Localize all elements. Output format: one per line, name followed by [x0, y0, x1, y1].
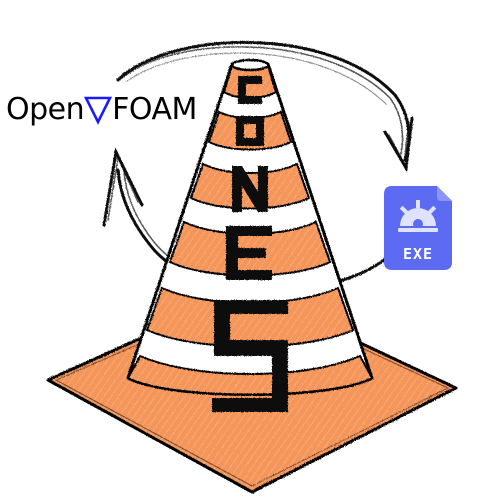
letter-s [212, 300, 288, 412]
letter-c [238, 76, 262, 104]
cone-letters [212, 76, 288, 412]
gear-icon [398, 200, 438, 232]
traffic-cone-icon [46, 58, 458, 494]
letter-e [226, 226, 272, 280]
letter-n [232, 166, 268, 212]
openfoam-wordmark: Open FOAM [6, 92, 197, 127]
openfoam-text-foam: FOAM [112, 92, 197, 127]
exe-file-icon [384, 186, 452, 270]
exe-label: EXE [402, 245, 434, 263]
letter-o [236, 116, 264, 146]
openfoam-triangle-icon [84, 95, 113, 125]
openfoam-text-open: Open [6, 92, 85, 127]
